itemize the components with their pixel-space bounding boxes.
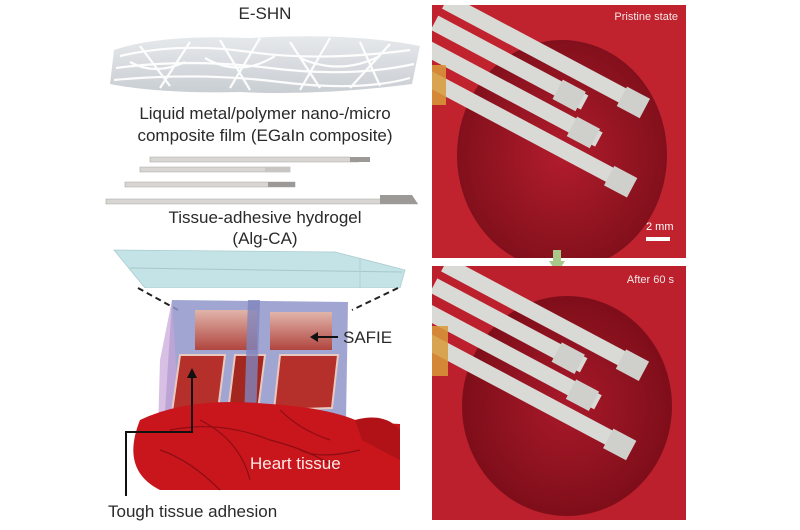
- after-photo-illustration: [432, 266, 686, 520]
- pristine-state-label: Pristine state: [614, 11, 678, 23]
- egain-label-line2: composite film (EGaIn composite): [137, 126, 393, 145]
- eshn-mesh-illustration: [110, 36, 420, 93]
- egain-label-line1: Liquid metal/polymer nano-/micro: [139, 104, 391, 123]
- zoom-dashed-lines: [137, 287, 399, 311]
- safie-label: SAFIE: [343, 328, 393, 347]
- eshn-label: E-SHN: [238, 4, 292, 23]
- adhesion-pointer-icon: [125, 368, 197, 496]
- hydrogel-label-line1: Tissue-adhesive hydrogel: [168, 208, 362, 227]
- heart-tissue-label: Heart tissue: [250, 454, 341, 473]
- safie-device-on-heart: [133, 300, 401, 491]
- tough-adhesion-label: Tough tissue adhesion: [108, 502, 278, 521]
- hydrogel-slab: [113, 249, 406, 288]
- egain-electrode-strips: [105, 156, 419, 205]
- after-60s-label: After 60 s: [626, 274, 674, 286]
- scale-bar-label: 2 mm: [646, 221, 674, 233]
- photo-after-60s: After 60 s: [432, 266, 686, 520]
- pristine-photo-illustration: [432, 5, 686, 258]
- hydrogel-label-line2: (Alg-CA): [232, 229, 298, 248]
- safie-arrow-icon: [310, 332, 338, 342]
- photo-pristine-state: Pristine state 2 mm: [432, 5, 686, 258]
